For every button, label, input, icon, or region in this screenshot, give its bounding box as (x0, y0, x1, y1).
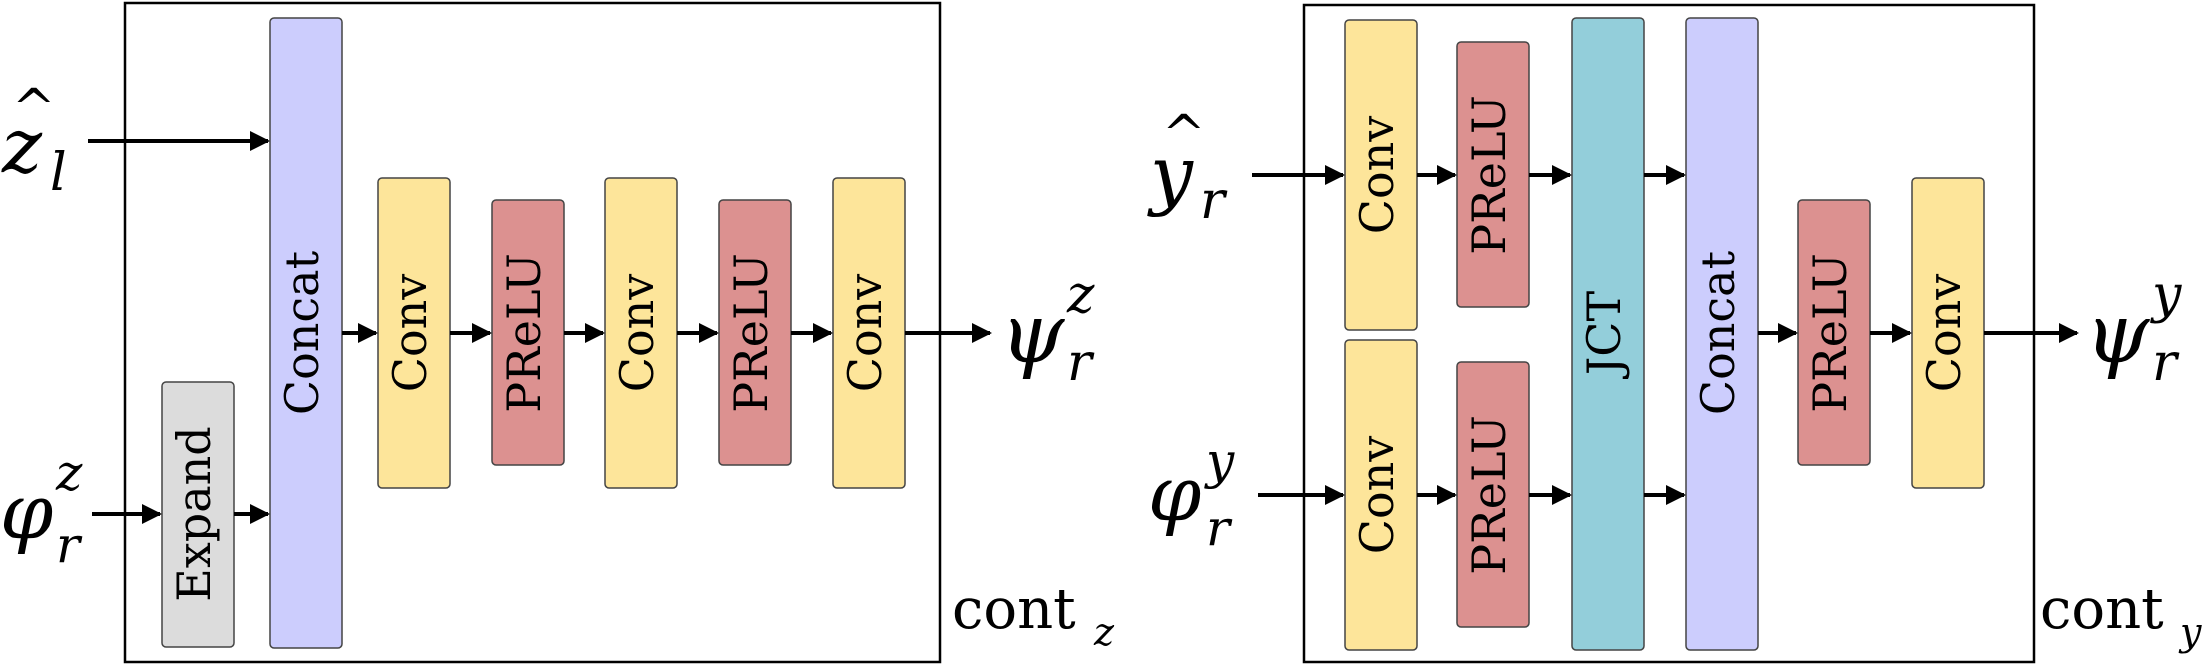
psi-y-superscript: y (2150, 265, 2182, 325)
conv-bottom-block: Conv (1344, 339, 1418, 651)
prelu-block-2-label: PReLU (724, 253, 778, 413)
expand-block-label: Expand (167, 426, 221, 601)
phi-y-base: φ (1148, 449, 1201, 538)
z-hat-accent-icon: ^ (12, 79, 56, 139)
output-psi-y-label: ψ y r (2085, 265, 2182, 393)
expand-block: Expand (161, 381, 235, 648)
y-hat-subscript: r (1200, 171, 1228, 231)
cont-z-subscript: z (1093, 610, 1115, 654)
psi-z-superscript: z (1066, 265, 1095, 325)
input-phi-y-label: φ y r (1148, 432, 1235, 557)
jct-block: JCT (1571, 17, 1645, 651)
prelu-bottom-block: PReLU (1456, 361, 1530, 628)
prelu-top-block-label: PReLU (1462, 95, 1516, 255)
phi-y-superscript: y (1204, 432, 1235, 490)
cont-y-label: cont y (2040, 577, 2202, 654)
output-psi-z-label: ψ z r (1000, 265, 1095, 393)
conv-top-block: Conv (1344, 19, 1418, 331)
prelu-block-1-label: PReLU (497, 253, 551, 413)
psi-z-base: ψ (1000, 287, 1065, 382)
prelu-top-block: PReLU (1456, 41, 1530, 308)
conv-bottom-block-label: Conv (1350, 436, 1404, 555)
conv-block-3: Conv (832, 177, 906, 489)
prelu-block-1: PReLU (491, 199, 565, 466)
phi-z-base: φ (0, 467, 53, 556)
y-hat-base: y (1147, 129, 1194, 218)
jct-block-label: JCT (1577, 291, 1631, 380)
concat-block-label: Concat (275, 250, 329, 415)
input-z-hat-label: z ^ l (1, 79, 67, 203)
phi-z-superscript: z (55, 444, 83, 502)
prelu-out-block: PReLU (1797, 199, 1871, 466)
y-hat-accent-icon: ^ (1162, 105, 1206, 165)
input-y-hat-label: y ^ r (1147, 105, 1228, 231)
left-arrows (88, 131, 992, 524)
left-module: Expand Concat Conv PReLU Conv PReLU Conv (0, 1, 1115, 664)
conv-top-block-label: Conv (1350, 116, 1404, 235)
conv-block-2: Conv (604, 177, 678, 489)
psi-y-base: ψ (2085, 287, 2150, 382)
conv-block-1-label: Conv (383, 274, 437, 393)
conv-block-1: Conv (377, 177, 451, 489)
jct-block-rect (1571, 17, 1645, 651)
z-hat-base: z (1, 101, 43, 190)
prelu-out-block-label: PReLU (1803, 253, 1857, 413)
concat-right-block: Concat (1685, 17, 1759, 651)
cont-y-name: cont (2040, 577, 2164, 642)
concat-block: Concat (269, 17, 343, 649)
z-hat-subscript: l (50, 143, 67, 203)
conv-block-2-label: Conv (610, 274, 664, 393)
prelu-block-2: PReLU (718, 199, 792, 466)
input-phi-z-label: φ z r (0, 444, 83, 574)
concat-right-block-label: Concat (1691, 250, 1745, 415)
prelu-bottom-block-label: PReLU (1462, 415, 1516, 575)
conv-out-block: Conv (1911, 177, 1985, 489)
cont-y-subscript: y (2178, 610, 2202, 654)
phi-y-subscript: r (1206, 499, 1233, 557)
psi-z-subscript: r (1067, 333, 1095, 393)
right-module: Conv Conv PReLU PReLU JCT Concat PReLU (1147, 3, 2202, 664)
cont-z-label: cont z (952, 577, 1115, 654)
conv-out-block-label: Conv (1917, 274, 1971, 393)
psi-y-subscript: r (2152, 333, 2180, 393)
cont-z-name: cont (952, 577, 1076, 642)
conv-block-3-label: Conv (838, 274, 892, 393)
phi-z-subscript: r (56, 516, 83, 574)
right-arrows (1252, 165, 2079, 505)
